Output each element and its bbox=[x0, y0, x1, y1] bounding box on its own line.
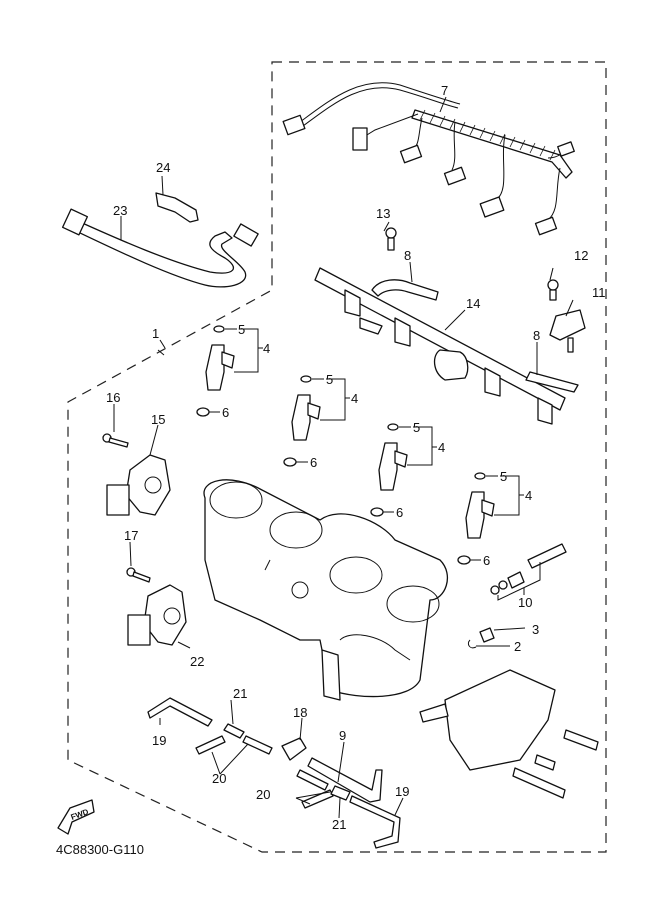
callout-6d: 6 bbox=[483, 553, 490, 568]
clip-2[interactable] bbox=[467, 639, 477, 649]
callout-21-bottom: 21 bbox=[332, 817, 346, 832]
callout-19-right: 19 bbox=[395, 784, 409, 799]
callout-5c: 5 bbox=[413, 420, 420, 435]
callout-20-right: 20 bbox=[256, 787, 270, 802]
injector-1[interactable] bbox=[196, 325, 235, 417]
callout-20-left: 20 bbox=[212, 771, 226, 786]
callout-13: 13 bbox=[376, 206, 390, 221]
callout-10: 10 bbox=[518, 595, 532, 610]
cap-3[interactable] bbox=[479, 627, 495, 643]
callout-4c: 4 bbox=[438, 440, 445, 455]
hose-19-right[interactable] bbox=[349, 795, 401, 849]
callout-9: 9 bbox=[339, 728, 346, 743]
screw-set-10[interactable] bbox=[490, 543, 567, 595]
cover-bolts[interactable] bbox=[512, 729, 599, 799]
callout-19-left: 19 bbox=[152, 733, 166, 748]
callout-11: 11 bbox=[592, 285, 606, 300]
callout-7: 7 bbox=[441, 83, 448, 98]
fwd-arrow-icon: FWD bbox=[57, 799, 95, 835]
fuel-delivery-pipe[interactable] bbox=[314, 267, 566, 425]
hose-9[interactable] bbox=[307, 757, 383, 803]
bracket-11[interactable] bbox=[549, 309, 586, 353]
callout-3: 3 bbox=[532, 622, 539, 637]
injector-4[interactable] bbox=[457, 472, 495, 565]
callout-8-top: 8 bbox=[404, 248, 411, 263]
callout-2: 2 bbox=[514, 639, 521, 654]
bolt-12[interactable] bbox=[547, 279, 559, 301]
callout-18: 18 bbox=[293, 705, 307, 720]
bolt-16[interactable] bbox=[102, 433, 129, 448]
injector-2[interactable] bbox=[283, 375, 321, 467]
bolt-17[interactable] bbox=[126, 567, 151, 583]
throttle-cover[interactable] bbox=[419, 669, 556, 771]
wire-harness[interactable] bbox=[282, 82, 575, 236]
callout-24: 24 bbox=[156, 160, 170, 175]
callouts: 7 24 23 13 8 12 11 14 8 1 5 4 6 5 4 6 5 … bbox=[106, 83, 606, 832]
fuel-pipe-hose[interactable] bbox=[371, 279, 579, 393]
callout-1: 1 bbox=[152, 326, 159, 341]
callout-6b: 6 bbox=[310, 455, 317, 470]
callout-6c: 6 bbox=[396, 505, 403, 520]
callout-21-top: 21 bbox=[233, 686, 247, 701]
hose-20-left[interactable] bbox=[195, 735, 273, 755]
joint-21-top[interactable] bbox=[223, 723, 245, 739]
fuel-hose[interactable] bbox=[61, 208, 259, 288]
callout-4b: 4 bbox=[351, 391, 358, 406]
hose-clip[interactable] bbox=[155, 192, 199, 223]
bolt-13[interactable] bbox=[385, 227, 397, 251]
diagram-code: 4C88300-G110 bbox=[56, 842, 144, 857]
injector-3[interactable] bbox=[370, 423, 408, 517]
callout-5d: 5 bbox=[500, 469, 507, 484]
callout-23: 23 bbox=[113, 203, 127, 218]
callout-17: 17 bbox=[124, 528, 138, 543]
callout-6a: 6 bbox=[222, 405, 229, 420]
callout-5a: 5 bbox=[238, 322, 245, 337]
leader-lines bbox=[113, 96, 574, 819]
callout-4a: 4 bbox=[263, 341, 270, 356]
fitting-18[interactable] bbox=[281, 737, 307, 761]
sensor-22[interactable] bbox=[127, 584, 187, 646]
callout-15: 15 bbox=[151, 412, 165, 427]
callout-4d: 4 bbox=[525, 488, 532, 503]
callout-5b: 5 bbox=[326, 372, 333, 387]
hose-19-left[interactable] bbox=[147, 697, 213, 727]
throttle-position-sensor[interactable] bbox=[106, 454, 171, 516]
joint-21-bottom[interactable] bbox=[330, 785, 351, 801]
callout-14: 14 bbox=[466, 296, 480, 311]
assembly-boundary bbox=[67, 61, 607, 853]
callout-12: 12 bbox=[574, 248, 588, 263]
callout-16: 16 bbox=[106, 390, 120, 405]
throttle-body[interactable] bbox=[203, 479, 449, 701]
callout-22: 22 bbox=[190, 654, 204, 669]
callout-8-right: 8 bbox=[533, 328, 540, 343]
